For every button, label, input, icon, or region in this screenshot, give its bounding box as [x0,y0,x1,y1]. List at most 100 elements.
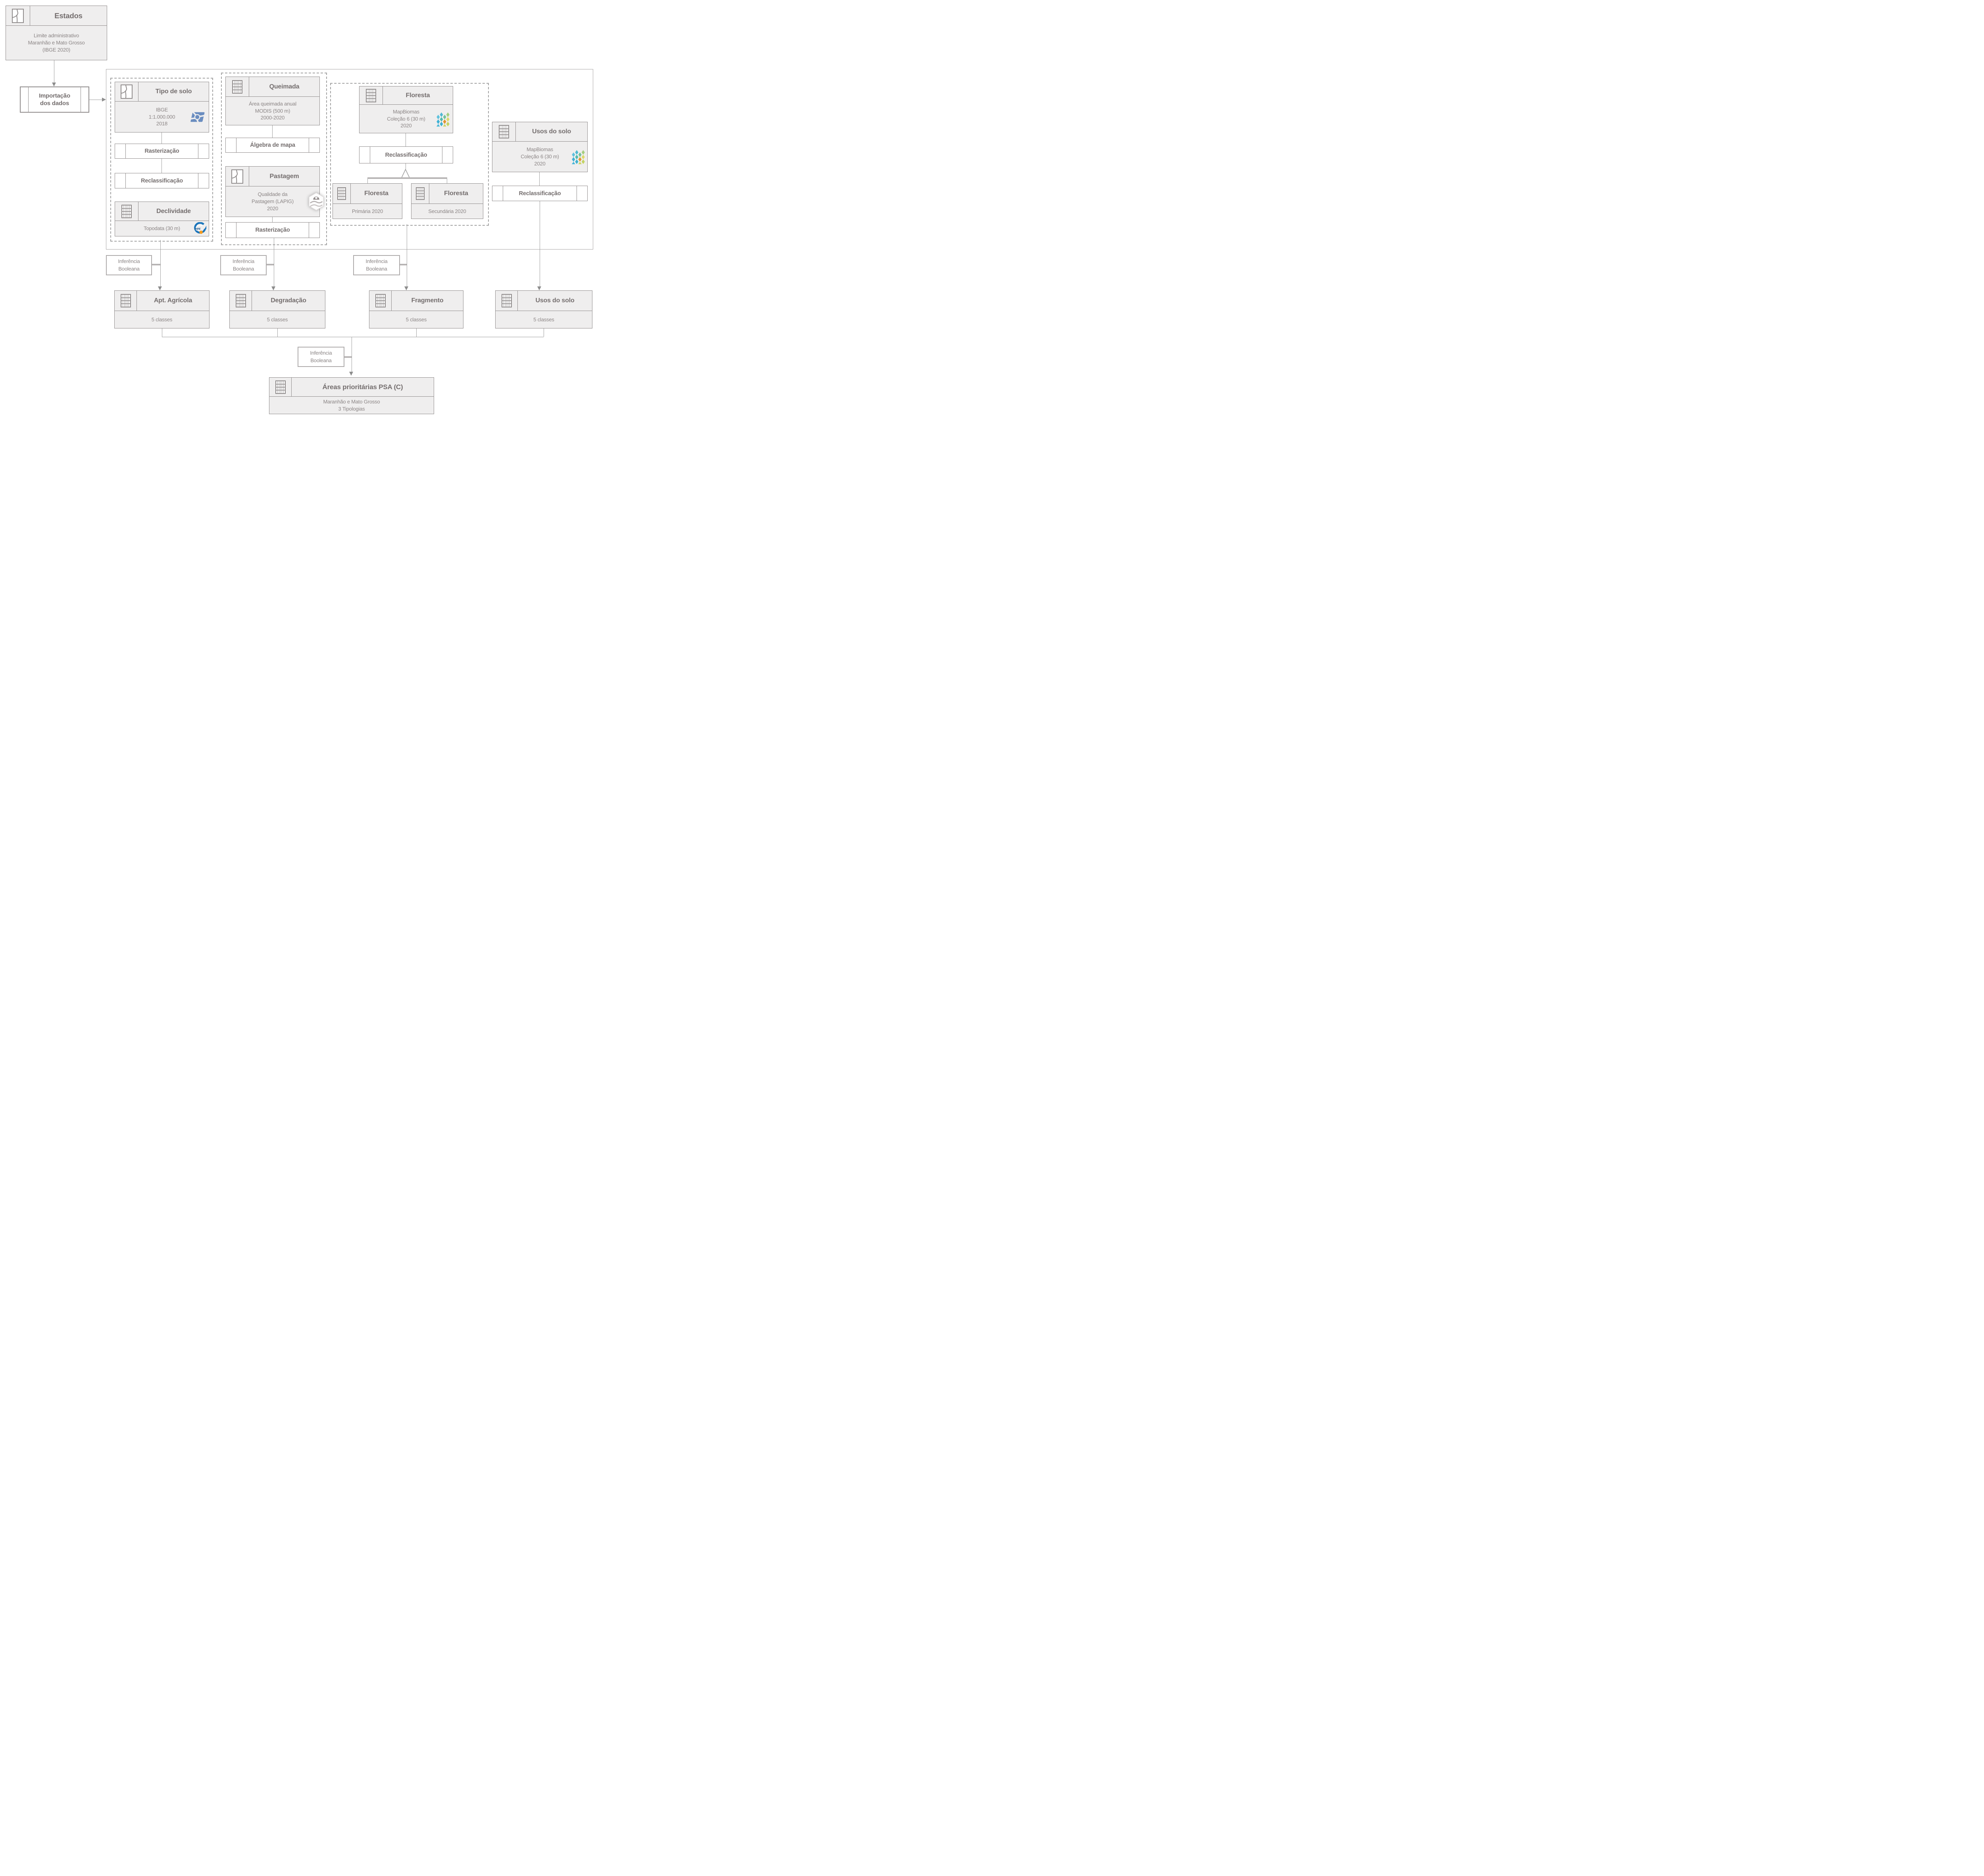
node-tipo-de-solo: Tipo de solo IBGE 1:1.000.000 2018 [115,82,209,132]
reclassificacao-floresta-label: Reclassificação [385,152,427,158]
floresta-body: MapBiomas Coleção 6 (30 m) 2020 [360,105,453,133]
arrowhead-down-icon [404,286,408,290]
declividade-body: Topodata (30 m) INPE [115,221,209,236]
split-triangle-icon [401,169,410,178]
lapig-logo-icon [308,192,325,211]
areas-prioritarias-title: Áreas prioritárias PSA (C) [322,383,403,391]
raster-layer-icon [232,80,242,94]
floresta-primaria-body: Primária 2020 [352,208,383,214]
tipo-solo-text: IBGE 1:1.000.000 2018 [148,106,175,127]
usos-solo-fonte-title: Usos do solo [532,128,571,135]
fragmento-title: Fragmento [411,297,444,304]
usos-solo-fonte-body: MapBiomas Coleção 6 (30 m) 2020 [492,142,587,172]
stub-inferencia-final [344,356,352,358]
inferencia-1-text: Inferência Booleana [118,258,140,272]
node-floresta-secundaria: Floresta Secundária 2020 [411,183,483,219]
raster-layer-icon [501,294,512,307]
stub-inferencia-1 [152,264,160,265]
raster-layer-icon [375,294,386,307]
node-usos-do-solo-fonte: Usos do solo MapBiomas Coleção 6 (30 m) … [492,122,588,172]
process-rasterizacao-pastagem: Rasterização [225,222,320,238]
queimada-title: Queimada [269,83,300,90]
process-algebra-de-mapa: Álgebra de mapa [225,138,320,153]
connector-usos-reclassificacao [539,172,540,186]
arrowhead-down-icon [158,286,162,290]
connector-queimada-algebra [272,125,273,138]
mapbiomas-logo-icon [435,111,451,129]
node-apt-agricola: Apt. Agrícola 5 classes [114,290,210,328]
floresta-secundaria-title: Floresta [444,190,468,197]
raster-layer-icon [275,380,286,394]
pastagem-text: Qualidade da Pastagem (LAPIG) 2020 [252,191,294,211]
node-degradacao: Degradação 5 classes [229,290,325,328]
raster-layer-icon [235,294,246,307]
raster-layer-icon [337,187,346,200]
rasterizacao-solo-label: Rasterização [144,148,179,154]
floresta-secundaria-body: Secundária 2020 [428,208,466,214]
fragmento-body: 5 classes [406,316,427,323]
diagram-canvas: Estados Limite administrativo Maranhão e… [0,0,613,417]
ibge-logo-icon [189,111,206,123]
split-bar [367,177,447,179]
estados-body: Limite administrativo Maranhão e Mato Gr… [28,33,85,53]
pastagem-title: Pastagem [269,173,299,180]
raster-layer-icon [366,88,376,102]
arrowhead-down-icon [52,83,56,86]
vector-layer-icon [231,169,243,184]
floresta-primaria-title: Floresta [364,190,388,197]
usos-solo-fonte-text: MapBiomas Coleção 6 (30 m) 2020 [521,146,559,167]
inpe-logo-text: INPE [195,228,201,230]
arrowhead-down-icon [349,372,353,376]
areas-prioritarias-body: Maranhão e Mato Grosso 3 Tipologias [323,398,380,412]
apt-agricola-body: 5 classes [151,316,173,323]
apt-agricola-title: Apt. Agrícola [154,297,192,304]
node-floresta-primaria: Floresta Primária 2020 [333,183,402,219]
degradacao-body: 5 classes [267,316,288,323]
declividade-title: Declividade [156,207,191,215]
node-fragmento: Fragmento 5 classes [369,290,463,328]
process-rasterizacao-solo: Rasterização [115,144,209,159]
node-usos-do-solo-saida: Usos do solo 5 classes [495,290,592,328]
algebra-mapa-label: Álgebra de mapa [250,142,295,148]
connector-split-primaria [367,179,368,183]
reclassificacao-usos-label: Reclassificação [519,190,561,197]
process-importacao-dados: Importação dos dados [20,86,89,113]
label-inferencia-booleana-final: Inferência Booleana [298,347,344,367]
raster-layer-icon [499,125,509,138]
floresta-title: Floresta [406,92,430,99]
pastagem-body: Qualidade da Pastagem (LAPIG) 2020 [226,186,324,217]
arrowhead-down-icon [271,286,275,290]
estados-title: Estados [54,11,83,20]
node-floresta: Floresta MapBiomas Coleção 6 (30 m) 2020 [359,86,453,133]
floresta-text: MapBiomas Coleção 6 (30 m) 2020 [387,108,425,129]
raster-layer-icon [120,294,131,307]
label-inferencia-booleana-1: Inferência Booleana [106,255,152,275]
label-inferencia-booleana-2: Inferência Booleana [220,255,267,275]
usos-solo-saida-body: 5 classes [533,316,554,323]
connector-fragmento-coletor [416,328,417,337]
rasterizacao-pastagem-label: Rasterização [255,227,290,233]
node-estados: Estados Limite administrativo Maranhão e… [6,6,107,60]
node-declividade: Declividade Topodata (30 m) INPE [115,202,209,236]
connector-pastagem-rasterizacao [272,217,273,222]
process-reclassificacao-usos: Reclassificação [492,186,588,201]
importacao-label: Importação dos dados [39,92,70,107]
usos-solo-saida-title: Usos do solo [535,297,575,304]
inpe-logo-icon: INPE [193,222,207,235]
process-reclassificacao-solo: Reclassificação [115,173,209,188]
arrowhead-down-icon [537,286,541,290]
vector-layer-icon [12,8,24,23]
node-queimada: Queimada Área queimada anual MODIS (500 … [225,77,320,125]
reclassificacao-solo-label: Reclassificação [141,177,183,184]
connector-tiposolo-rasterizacao [161,132,162,144]
tipo-solo-title: Tipo de solo [155,88,192,95]
stub-inferencia-2 [267,264,274,265]
node-areas-prioritarias-psa: Áreas prioritárias PSA (C) Maranhão e Ma… [269,377,434,414]
mapbiomas-logo-icon [571,149,586,167]
node-pastagem: Pastagem Qualidade da Pastagem (LAPIG) 2… [225,166,324,217]
process-reclassificacao-floresta: Reclassificação [359,146,453,163]
label-inferencia-booleana-3: Inferência Booleana [353,255,400,275]
queimada-body: Área queimada anual MODIS (500 m) 2000-2… [249,100,296,121]
group-tipo-de-solo [110,78,213,242]
arrowhead-right-icon [102,97,106,102]
